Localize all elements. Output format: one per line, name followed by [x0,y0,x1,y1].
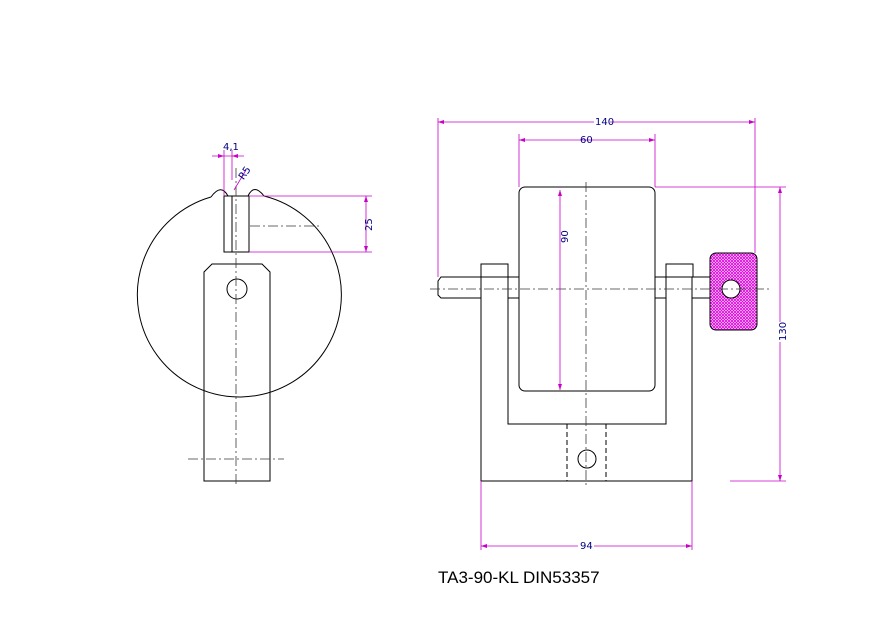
base-hole [577,449,597,469]
pivot-hole [226,278,248,300]
dim-radius: R5 [237,165,254,182]
drawing-caption: TA3-90-KL DIN53357 [438,568,600,587]
side-view-dimensions [212,150,372,253]
notch-left [210,189,229,198]
dimension-arrows [218,120,782,548]
slot [223,195,250,253]
dim-slot-width: 4,1 [223,142,239,153]
notch-right [247,189,265,197]
dim-base-width: 94 [580,541,593,552]
dim-overall-height: 130 [778,322,789,341]
front-view [437,186,710,482]
bearing-cap-left [480,263,509,278]
bearing-cap-right [665,263,694,278]
lever-arm [203,263,271,482]
disc-outline [136,195,342,398]
side-view [136,189,342,482]
dim-roller-diameter: 90 [560,230,571,243]
shaft [437,276,481,299]
front-view-centerlines [430,182,770,485]
front-view-dimensions [437,118,786,550]
dim-roller-width: 60 [580,135,593,146]
dim-overall-width: 140 [595,117,614,128]
dim-slot-depth: 25 [364,218,375,231]
side-view-centerlines [188,168,320,485]
